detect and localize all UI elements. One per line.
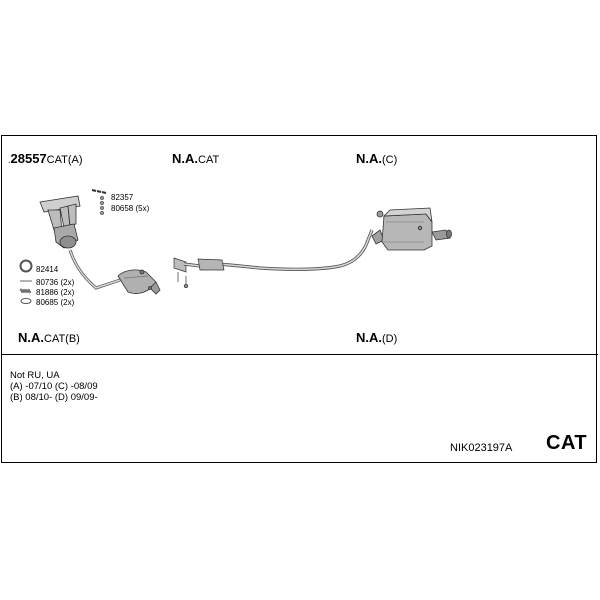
note-line: (B) 08/10- (D) 09/09- — [10, 392, 98, 403]
catalytic-converter-icon — [68, 249, 161, 295]
part-80736: 80736 (2x) — [36, 278, 75, 287]
label-na-c: N.A.(C) — [356, 151, 398, 166]
note-line: (A) -07/10 (C) -08/09 — [10, 381, 98, 392]
notes-divider — [1, 354, 598, 355]
muffler-icon — [371, 207, 452, 251]
part-81886: 81886 (2x) — [36, 288, 75, 297]
applicability-notes: Not RU, UA (A) -07/10 (C) -08/09 (B) 08/… — [10, 370, 98, 403]
center-pipe-icon — [183, 229, 374, 271]
ring-gasket-icon — [19, 259, 33, 273]
bolt-icon — [91, 189, 107, 215]
part-80685: 80685 (2x) — [36, 298, 75, 307]
part-82414: 82414 — [36, 265, 59, 274]
exhaust-manifold-icon — [39, 195, 81, 249]
part-80658: 80658 (5x) — [111, 204, 150, 213]
clamp-icon — [20, 298, 32, 304]
label-28557-cat-a: .28557CAT(A) — [8, 151, 83, 166]
part-82357: 82357 — [111, 193, 134, 202]
note-line: Not RU, UA — [10, 370, 60, 381]
label-na-cat: N.A.CAT — [172, 151, 220, 166]
label-na-d: N.A.(D) — [356, 330, 398, 345]
reference-number: NIK023197A — [450, 442, 513, 454]
spring-icon — [19, 280, 32, 295]
label-na-cat-b: N.A.CAT(B) — [18, 330, 80, 345]
diagram-frame — [1, 135, 597, 463]
flange-icon — [173, 257, 189, 289]
category-label: CAT — [546, 432, 588, 454]
